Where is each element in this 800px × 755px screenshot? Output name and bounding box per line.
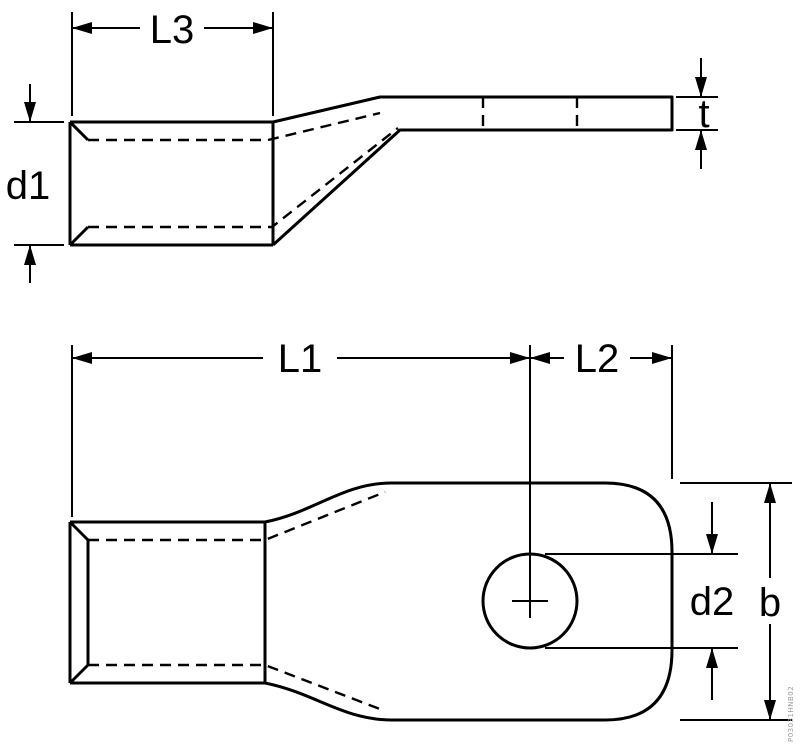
dimension-d1: d1 bbox=[6, 84, 64, 283]
dimension-d2: d2 bbox=[545, 502, 738, 700]
dim-d1-extension-lines bbox=[14, 121, 64, 246]
dim-L1-label-bg bbox=[263, 336, 337, 380]
dim-label-d2: d2 bbox=[690, 580, 735, 624]
dim-label-L1: L1 bbox=[278, 337, 323, 381]
dim-b-label-bg bbox=[752, 578, 788, 624]
dim-label-b: b bbox=[759, 581, 781, 625]
dimension-b: b bbox=[680, 482, 792, 721]
dim-L2-label-bg bbox=[564, 336, 630, 380]
dim-label-L3: L3 bbox=[150, 8, 195, 52]
plan-view-bore-hidden-lines bbox=[88, 490, 386, 713]
plan-view-tongue-outline bbox=[264, 481, 674, 722]
plan-view-barrel-outline bbox=[68, 520, 267, 685]
watermark-code: P03031HNB02 bbox=[787, 686, 795, 742]
dim-label-t: t bbox=[698, 92, 709, 136]
dim-label-L2: L2 bbox=[575, 337, 620, 381]
dimension-L1-L2: L1 L2 bbox=[71, 336, 673, 618]
plan-view bbox=[68, 481, 674, 722]
dim-label-d1: d1 bbox=[6, 164, 51, 208]
side-view-bore-hidden-lines bbox=[88, 111, 399, 229]
dim-L1-L2-extension-lines bbox=[71, 345, 673, 618]
side-view-tongue-outline bbox=[271, 95, 674, 247]
dimension-L3: L3 bbox=[71, 6, 274, 116]
side-view-barrel-outline bbox=[68, 120, 275, 247]
side-view-hole-hidden-lines bbox=[481, 97, 579, 130]
dim-d2-extension-lines bbox=[545, 553, 738, 649]
dim-L3-label-bg bbox=[140, 6, 204, 50]
side-view bbox=[68, 95, 674, 247]
dimension-t: t bbox=[676, 58, 718, 169]
dim-t-extension-lines bbox=[676, 96, 718, 131]
